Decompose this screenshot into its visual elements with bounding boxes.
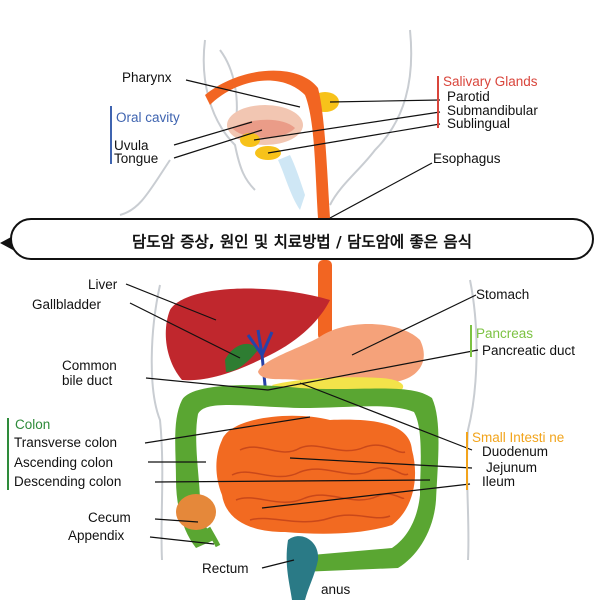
appendix-shape: [205, 526, 221, 548]
label-ileum: Ileum: [482, 474, 516, 489]
stomach-shape: [258, 323, 424, 385]
oral-cavity-heading: Oral cavity: [116, 110, 180, 125]
pancreas-group-bar: [470, 325, 472, 357]
small-intestine-shape: [216, 415, 416, 534]
label-sublingual: Sublingual: [447, 116, 511, 131]
label-esophagus: Esophagus: [433, 151, 501, 166]
label-uvula: Uvula: [114, 138, 149, 153]
esophagus-shape: [205, 70, 330, 218]
rectum-shape: [286, 536, 319, 600]
salivary-glands-heading: Salivary Glands: [443, 74, 538, 89]
label-pharynx: Pharynx: [122, 70, 172, 85]
label-appendix: Appendix: [68, 528, 125, 543]
banner-pointer: [0, 236, 13, 250]
label-gallbladder: Gallbladder: [32, 297, 102, 312]
label-anus: anus: [321, 582, 351, 597]
label-stomach: Stomach: [476, 287, 530, 302]
leader-lines: [125, 79, 479, 569]
bile-duct-shape: [246, 329, 274, 396]
title-banner: 담도암 증상, 원인 및 치료방법 / 담도암에 좋은 음식: [10, 218, 594, 260]
throat-region: [278, 155, 305, 210]
oral-group-bar: [110, 106, 112, 164]
label-parotid: Parotid: [447, 89, 490, 104]
label-transverse-colon: Transverse colon: [14, 435, 118, 450]
small-intestine-heading: Small Intesti ne: [472, 430, 565, 445]
label-descending-colon: Descending colon: [14, 474, 122, 489]
label-pancreatic-duct: Pancreatic duct: [482, 343, 576, 358]
colon-shape: [175, 385, 439, 572]
gallbladder-shape: [225, 343, 258, 372]
small-intestine-group-bar: [466, 432, 468, 490]
salivary-group-bar: [437, 76, 439, 128]
label-submandibular: Submandibular: [447, 103, 538, 118]
pancreas-heading: Pancreas: [476, 326, 534, 341]
colon-group-bar: [7, 418, 9, 490]
banner-title: 담도암 증상, 원인 및 치료방법 / 담도암에 좋은 음식: [132, 233, 472, 251]
label-rectum: Rectum: [202, 561, 249, 576]
label-liver: Liver: [88, 277, 118, 292]
submandibular-gland: [240, 133, 260, 147]
label-duodenum: Duodenum: [482, 444, 549, 459]
liver-shape: [165, 288, 330, 381]
colon-heading: Colon: [15, 417, 51, 432]
label-common-bile-duct-line1: Common: [62, 358, 117, 373]
label-cecum: Cecum: [88, 510, 131, 525]
label-common-bile-duct-line2: bile duct: [62, 373, 113, 388]
cecum-shape: [176, 494, 216, 530]
label-tongue: Tongue: [114, 151, 159, 166]
label-jejunum: Jejunum: [486, 460, 538, 475]
intestine-folds: [231, 444, 409, 523]
label-ascending-colon: Ascending colon: [14, 455, 114, 470]
